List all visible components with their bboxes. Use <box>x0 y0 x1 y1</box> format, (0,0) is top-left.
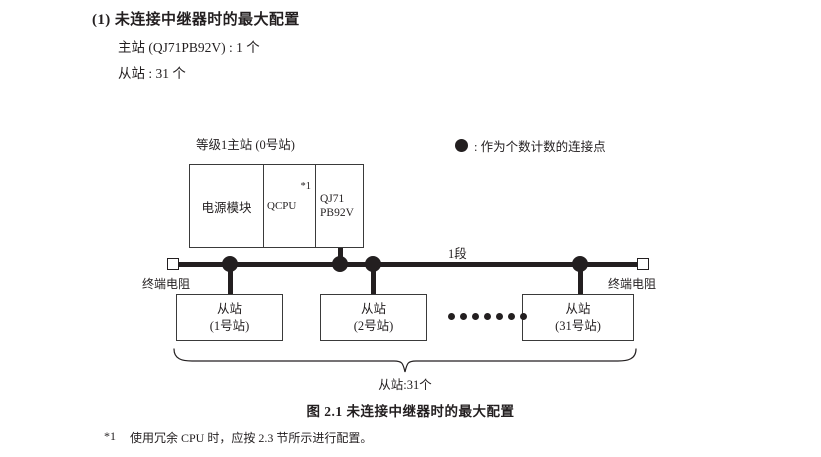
legend: : 作为个数计数的连接点 <box>455 136 606 155</box>
rack-slot-cpu: QCPU *1 <box>264 165 316 247</box>
ellipsis-dots <box>448 313 527 320</box>
network-module-label-line1: QJ71 <box>320 192 345 205</box>
slave-drop-line <box>228 266 233 294</box>
connection-point-dot-icon <box>455 139 468 152</box>
cpu-label: QCPU <box>267 200 297 212</box>
segment-label: 1段 <box>448 247 467 261</box>
terminating-resistor-left-label: 终端电阻 <box>142 277 191 291</box>
slave-title: 从站 <box>360 301 386 316</box>
bus-connection-dot <box>332 256 348 272</box>
slave-title: 从站 <box>216 301 242 316</box>
footnote-text: 使用冗余 CPU 时，应按 2.3 节所示进行配置。 <box>130 431 373 445</box>
terminating-resistor-right-label: 终端电阻 <box>608 277 657 291</box>
slave-group-brace-label: 从站:31个 <box>378 378 432 392</box>
section-heading: (1) 未连接中继器时的最大配置 <box>92 12 300 28</box>
rack-slot-power-module: 电源模块 <box>190 165 264 247</box>
slave-station-number: (31号站) <box>555 318 601 333</box>
slave-station-box: 从站 (1号站) <box>176 294 283 341</box>
slave-group-brace <box>172 348 638 374</box>
legend-label: : 作为个数计数的连接点 <box>474 140 606 154</box>
terminating-resistor-right-icon <box>637 258 649 270</box>
cpu-footnote-marker: *1 <box>300 181 312 192</box>
master-station-label: 等级1主站 (0号站) <box>196 138 295 152</box>
footnote-marker: *1 <box>104 429 116 443</box>
footnote: *1 使用冗余 CPU 时，应按 2.3 节所示进行配置。 <box>104 429 372 446</box>
slave-station-box: 从站 (31号站) <box>522 294 634 341</box>
network-module-label-line2: PB92V <box>320 207 354 219</box>
power-module-label: 电源模块 <box>201 200 252 215</box>
slave-station-number: (2号站) <box>353 318 394 333</box>
slave-drop-line <box>371 266 376 294</box>
slave-station-number: (1号站) <box>209 318 250 333</box>
heading-detail-master-count: 主站 (QJ71PB92V) : 1 个 <box>118 40 260 55</box>
rack-slot-network-module: QJ71 PB92V <box>316 165 363 247</box>
bus-connection-dot <box>572 256 588 272</box>
slave-title: 从站 <box>565 301 591 316</box>
heading-detail-slave-count: 从站 : 31 个 <box>118 66 186 81</box>
master-rack: 电源模块 QCPU *1 QJ71 PB92V <box>189 164 364 248</box>
figure-caption: 图 2.1 未连接中继器时的最大配置 <box>306 404 515 419</box>
bus-line <box>174 262 644 267</box>
slave-drop-line <box>578 266 583 294</box>
bus-connection-dot <box>365 256 381 272</box>
slave-station-box: 从站 (2号站) <box>320 294 427 341</box>
bus-connection-dot <box>222 256 238 272</box>
terminating-resistor-left-icon <box>167 258 179 270</box>
